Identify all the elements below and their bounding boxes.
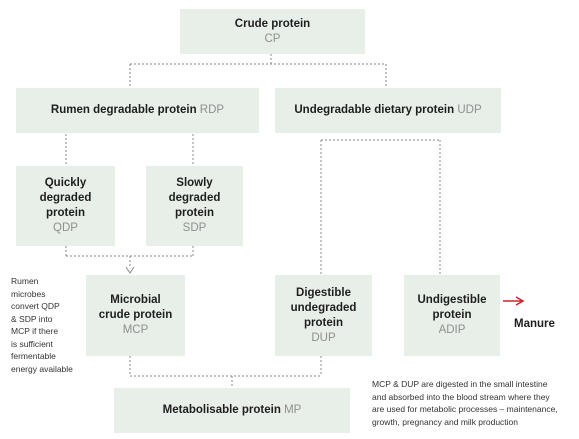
mp-note: MCP & DUP are digested in the small inte… <box>372 378 577 428</box>
dup-title-line: undegraded <box>290 301 357 314</box>
adip-title-line: Undigestible <box>417 294 487 306</box>
dup-title-line: Digestible <box>296 286 351 299</box>
rumen-note-line: fermentable <box>11 351 56 361</box>
udp-box: Undegradable dietary protein UDP <box>275 88 501 133</box>
rumen-note-line: & SDP into <box>11 313 53 324</box>
sdp-title-line: protein <box>175 207 214 219</box>
crude-protein-title: Crude protein <box>234 17 311 30</box>
crude-protein-box: Crude protein CP <box>180 9 365 54</box>
mp-abbr: MP <box>284 404 302 416</box>
rumen-note-line: is sufficient <box>11 338 53 349</box>
rumen-note-line: energy available <box>11 363 73 374</box>
mp-note-line: MCP & DUP are digested in the small inte… <box>372 379 548 389</box>
rdp-abbr: RDP <box>199 104 225 116</box>
mp-note-line: are used for metabolic processes – maint… <box>372 404 558 414</box>
rumen-note: Rumen microbes convert QDP & SDP into MC… <box>11 275 91 375</box>
sdp-box: Slowly degraded protein SDP <box>146 166 243 246</box>
rumen-note-line: Rumen <box>11 276 39 286</box>
manure-arrow-icon <box>503 296 525 306</box>
mcp-box: Microbial crude protein MCP <box>86 275 185 356</box>
mp-title: Metabolisable protein <box>162 404 281 416</box>
dup-title-line: protein <box>304 316 343 329</box>
crude-protein-abbr: CP <box>264 32 281 45</box>
udp-title: Undegradable dietary protein <box>294 104 455 116</box>
qdp-title-line: Quickly <box>44 177 87 189</box>
adip-abbr: ADIP <box>438 324 466 336</box>
chevron-down-icon <box>125 266 135 274</box>
rumen-note-line: microbes <box>11 288 46 299</box>
manure-label: Manure <box>514 318 555 330</box>
qdp-abbr: QDP <box>53 222 78 234</box>
mp-note-line: and absorbed into the blood stream where… <box>372 391 550 402</box>
mcp-abbr: MCP <box>122 324 149 336</box>
adip-title-line: protein <box>432 309 472 321</box>
udp-abbr: UDP <box>457 104 482 116</box>
rumen-note-line: MCP if there <box>11 326 59 336</box>
sdp-title-line: Slowly <box>176 177 213 189</box>
rdp-title: Rumen degradable protein <box>50 104 197 116</box>
qdp-title-line: degraded <box>39 192 92 204</box>
sdp-title-line: degraded <box>168 192 221 204</box>
rdp-box: Rumen degradable protein RDP <box>16 88 259 133</box>
adip-box: Undigestible protein ADIP <box>404 275 500 356</box>
sdp-abbr: SDP <box>182 222 207 234</box>
qdp-box: Quickly degraded protein QDP <box>16 166 115 246</box>
mp-box: Metabolisable protein MP <box>114 388 350 433</box>
mp-note-line: growth, pregnancy and milk production <box>372 416 518 427</box>
rumen-note-line: convert QDP <box>11 301 60 311</box>
dup-box: Digestible undegraded protein DUP <box>275 275 372 356</box>
mcp-title-line: crude protein <box>98 309 173 321</box>
qdp-title-line: protein <box>46 207 85 219</box>
mcp-title-line: Microbial <box>110 294 161 306</box>
dup-abbr: DUP <box>311 331 336 344</box>
